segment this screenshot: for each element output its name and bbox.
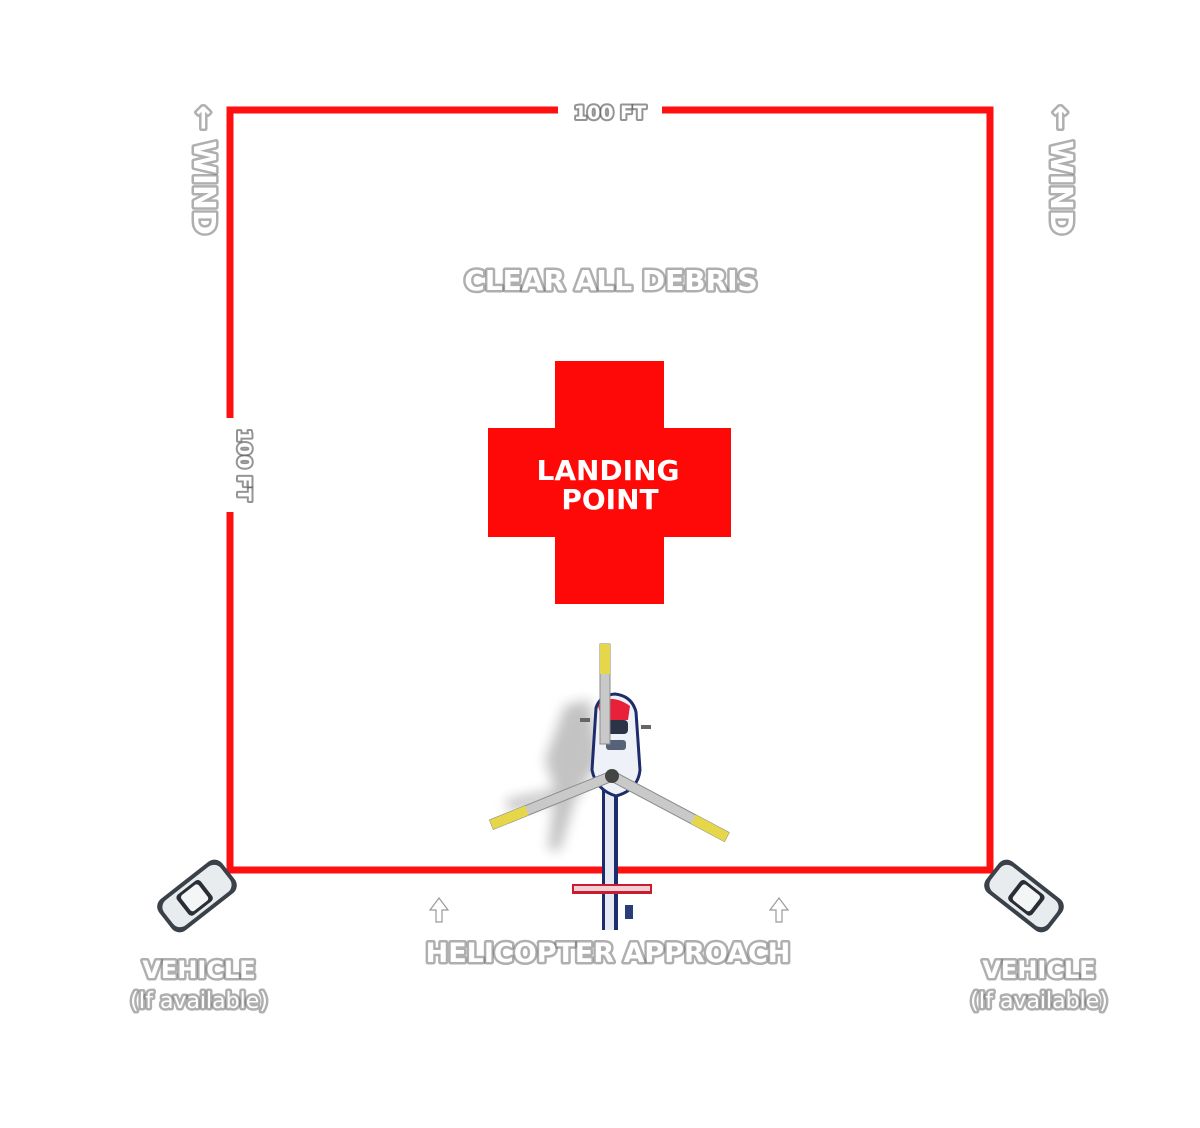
helicopter-approach-label: HELICOPTER APPROACH <box>426 938 791 969</box>
clear-debris-notice: CLEAR ALL DEBRIS <box>464 264 757 297</box>
landing-point-line2: POINT <box>561 483 658 516</box>
vehicle-left-title: VEHICLE <box>142 956 255 984</box>
top-dimension-gap <box>558 100 662 122</box>
top-dimension-label: 100 FT <box>574 102 646 124</box>
vehicle-right-note: (If available) <box>970 989 1108 1014</box>
vehicle-right-title: VEHICLE <box>982 956 1095 984</box>
side-dimension-gap <box>219 418 241 512</box>
vehicle-left-note: (If available) <box>130 989 268 1014</box>
wind-label-right: ← WIND <box>1043 105 1078 235</box>
landing-point-line1: LANDING <box>536 454 679 487</box>
medical-cross-icon <box>488 361 731 604</box>
arrow-up-icon <box>428 897 450 923</box>
car-icon <box>157 859 237 933</box>
arrow-up-icon <box>768 897 790 923</box>
helicopter-icon <box>488 643 730 930</box>
side-dimension-label: 100 FT <box>233 429 255 501</box>
car-icon <box>984 859 1064 933</box>
wind-label-left: ← WIND <box>186 105 221 235</box>
